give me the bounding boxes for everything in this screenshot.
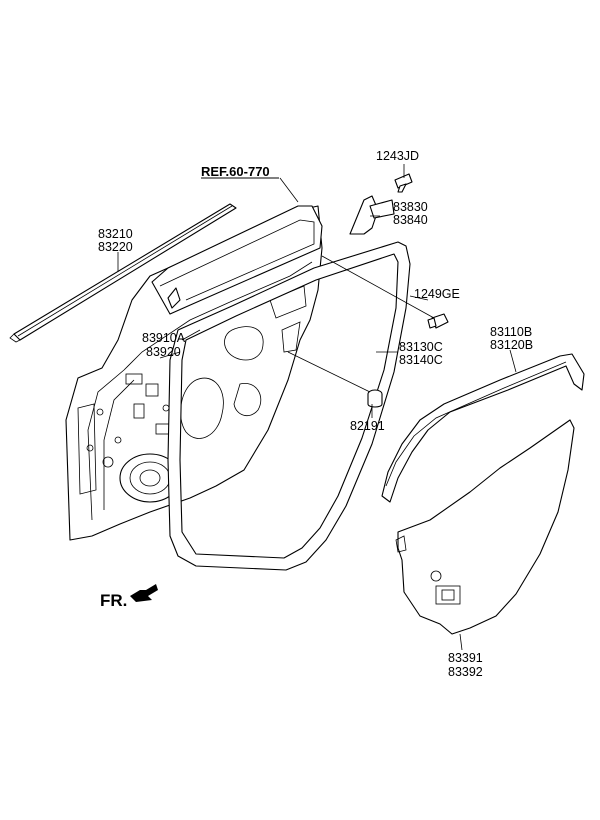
label-1249ge: 1249GE [414, 287, 460, 301]
door-bracket [349, 195, 395, 235]
label-83140c: 83140C [399, 353, 443, 367]
plug-82191 [367, 389, 383, 408]
label-83830: 83830 [393, 200, 428, 214]
bolt-1243jd [394, 173, 413, 193]
label-83210: 83210 [98, 227, 133, 241]
label-1243jd: 1243JD [376, 149, 419, 163]
label-83130c: 83130C [399, 340, 443, 354]
label-83920: 83920 [146, 345, 181, 359]
label-82191: 82191 [350, 419, 385, 433]
door-inner-panel [65, 205, 323, 541]
label-83110b: 83110B [490, 325, 532, 339]
front-direction-arrow [130, 584, 158, 602]
sealing-film [395, 419, 575, 635]
front-label: FR. [100, 591, 127, 610]
leader-lines [117, 164, 517, 651]
label-83220: 83220 [98, 240, 133, 254]
label-83392: 83392 [448, 665, 483, 679]
bolt-1249ge [427, 313, 449, 329]
reference-label: REF.60-770 [201, 164, 270, 179]
label-83391: 83391 [448, 651, 483, 665]
door-weatherstrip [167, 241, 411, 571]
label-83120b: 83120B [490, 338, 533, 352]
label-83910a: 83910A [142, 331, 186, 345]
label-83840: 83840 [393, 213, 428, 227]
glass-run-channel [381, 353, 585, 503]
belt-weatherstrip [9, 203, 237, 343]
